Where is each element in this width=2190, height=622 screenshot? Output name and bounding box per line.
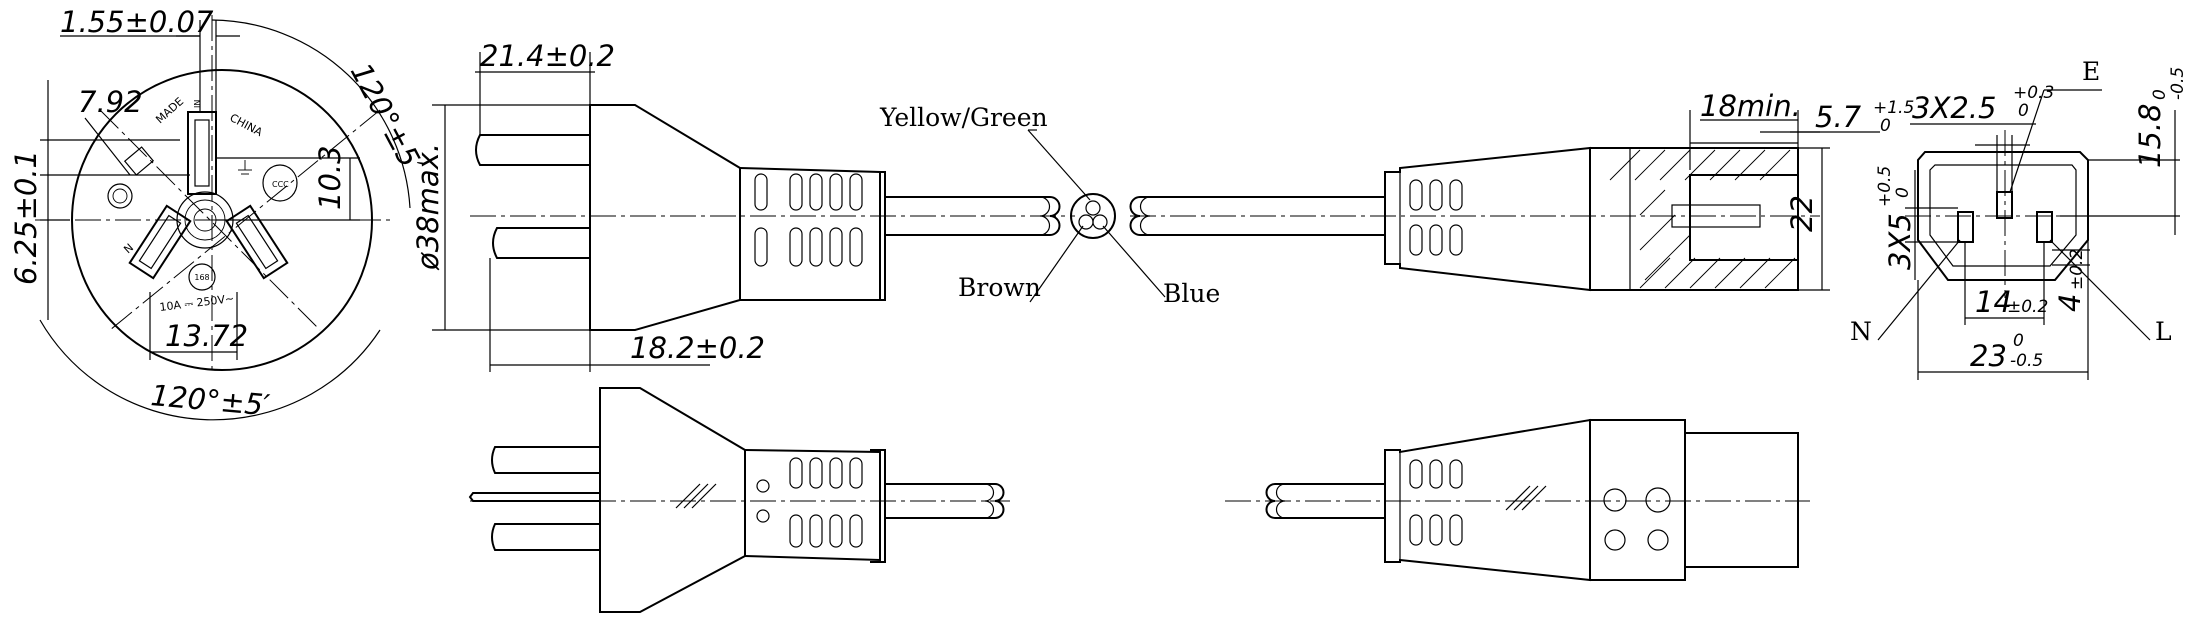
dim-width-tol-minus: -0.5 [2010, 351, 2043, 371]
dim-pin-protrusion: 18.2±0.2 [630, 331, 765, 365]
dim-hole-side-tol-minus: 0 [1893, 187, 1913, 198]
marking-china: CHINA [228, 111, 265, 139]
earth-pin-slot [187, 111, 217, 195]
dim-depth-value: 5.7 [1815, 100, 1862, 134]
dim-min-length: 18min. [1700, 89, 1801, 123]
dim-pin-length: 21.4±0.2 [480, 39, 615, 73]
dim-height: 10.3 [313, 145, 347, 210]
label-e: E [2082, 57, 2100, 86]
dim-height-tol-plus: 0 [2150, 89, 2170, 100]
marking-rating: 10A ⎓ 250V~ [159, 292, 235, 314]
dim-height: 22 [1785, 195, 1819, 232]
marking-in: IN [193, 100, 202, 108]
pin-label-n: N [121, 241, 136, 256]
relief-slots [1409, 179, 1463, 256]
label-l: L [2155, 317, 2172, 346]
dim-spacing-tol: ±0.2 [2007, 297, 2048, 317]
dim-width: 23 [1970, 339, 2007, 373]
dim-offset: 6.25±0.1 [9, 150, 43, 285]
dim-hole-top-tol-minus: 0 [2018, 101, 2029, 121]
dim-angle-bottom: 120°±5′ [149, 378, 271, 422]
neutral-pin-slot [128, 204, 192, 280]
bottom-mark-icon-2 [1645, 487, 1671, 513]
label-brown: Brown [958, 273, 1041, 302]
dim-hole-side-tol-plus: +0.5 [1875, 166, 1895, 207]
bottom-mark-icon-1 [1603, 488, 1627, 512]
bottom-mark-icon-3 [1604, 529, 1626, 551]
dim-offset: 4 [2053, 294, 2087, 312]
dim-width-tol-plus: 0 [2013, 331, 2024, 351]
dim-height-tol-minus: -0.5 [2168, 67, 2188, 100]
small-mark-icon [107, 183, 133, 209]
plug-bottom-view [468, 387, 1010, 613]
dim-pin-width: 7.92 [78, 85, 143, 119]
bottom-relief-slots [1409, 459, 1463, 546]
label-n: N [1850, 317, 1872, 346]
connector-bottom-view [1225, 418, 1810, 582]
label-blue: Blue [1163, 279, 1220, 308]
dim-hole-top: 3X2.5 [1912, 91, 1996, 125]
ccc-mark-icon [262, 164, 298, 202]
cert-number: 168 [194, 273, 209, 282]
marking-made: MADE [153, 95, 186, 126]
plug-side-view: 21.4±0.2 ø38max. 18.2±0.2 [411, 39, 1075, 372]
dim-hole-top-tol-plus: +0.3 [2013, 83, 2054, 103]
connector-side-view: 18min. 5.7 +1.5 0 22 [1129, 89, 1914, 292]
cable-section-view: Yellow/Green Brown Blue [879, 103, 1220, 308]
dim-depth-tol-plus: +1.5 [1873, 98, 1914, 118]
bottom-grip-slots [789, 457, 863, 548]
hatch-section [1609, 149, 1796, 289]
bottom-mark-icon-4 [1647, 529, 1669, 551]
dim-offset-tol: ±0.2 [2067, 249, 2087, 290]
grip-slots [754, 173, 863, 267]
dim-height-cf: 15.8 [2133, 103, 2167, 168]
logo-mark-icon [123, 146, 155, 176]
cert-number-circle [188, 263, 216, 291]
dim-spacing: 14 [1975, 285, 2012, 319]
dim-pin-thickness: 1.55±0.07 [60, 5, 214, 39]
connector-face-view: E N L 3X2.5 +0.3 0 15.8 0 -0.5 3X5 +0.5 … [1850, 57, 2188, 380]
dim-body-diameter: ø38max. [411, 143, 445, 271]
plug-face-view: 168 CCC MADE IN CHINA 10A ⎓ 250V~ N 1.55… [9, 5, 430, 422]
dim-pin-spacing: 13.72 [165, 319, 248, 353]
dim-depth-tol-minus: 0 [1880, 116, 1891, 136]
svg-text:CCC: CCC [272, 180, 289, 189]
label-yellow-green: Yellow/Green [879, 103, 1048, 132]
live-pin-slot [225, 204, 289, 280]
